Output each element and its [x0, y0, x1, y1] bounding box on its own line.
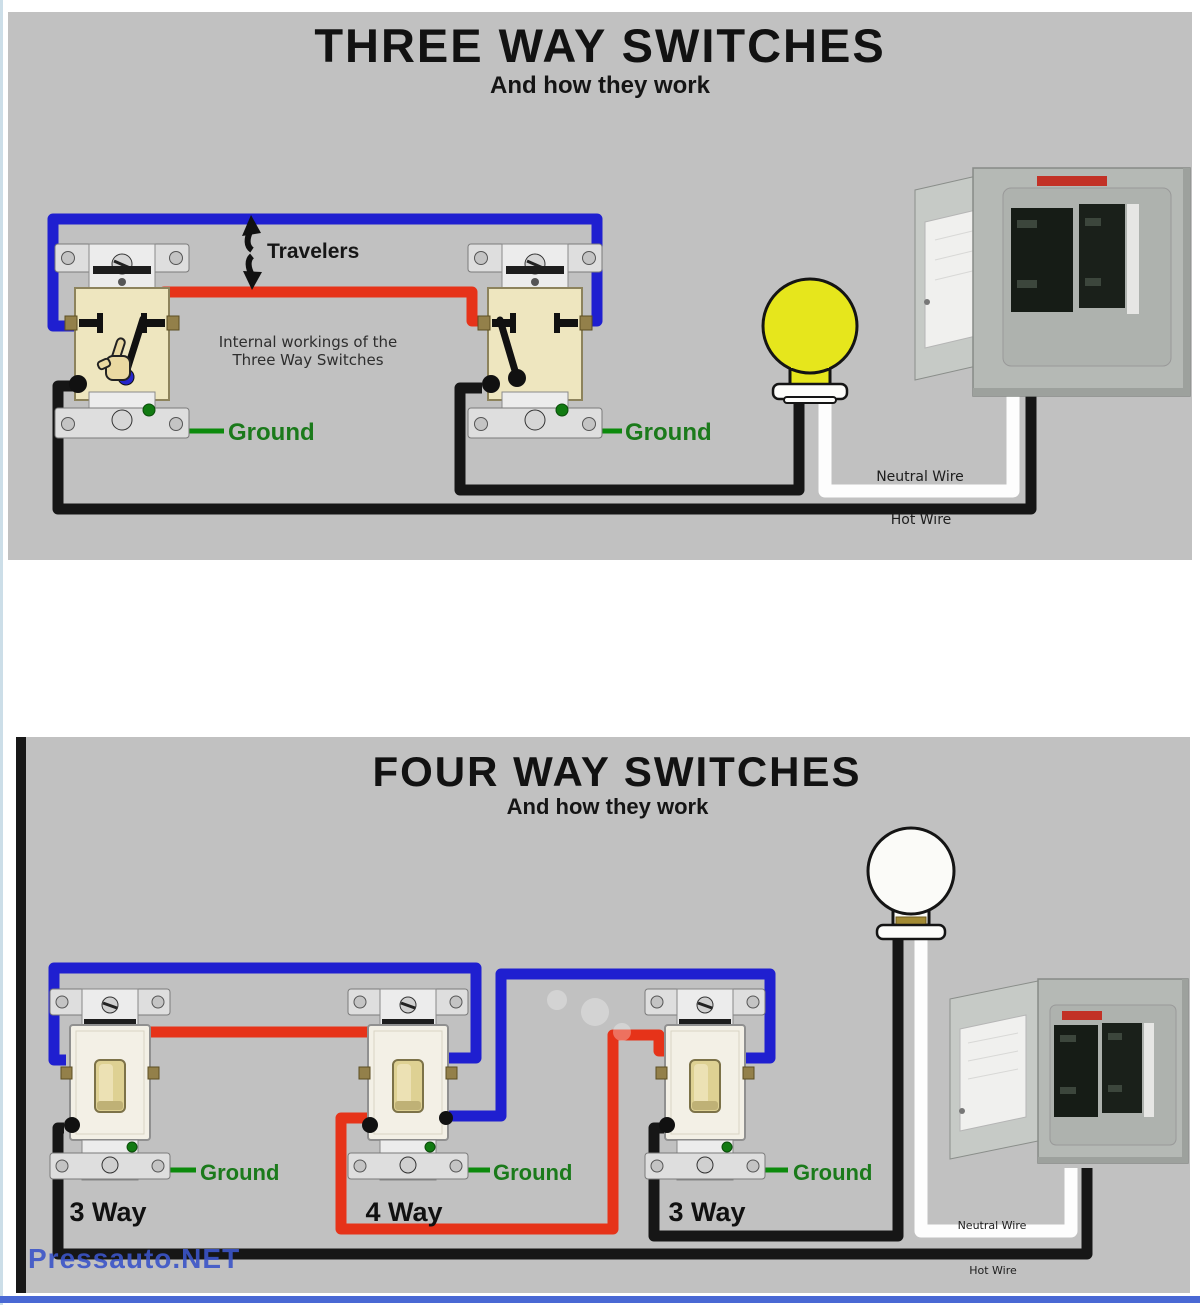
panel-door-label: [959, 1014, 1027, 1132]
ground-label-switch3: Ground: [793, 1160, 873, 1185]
red-traveler-wire: [156, 286, 494, 332]
hot-wire-label-top: Hot Wire: [890, 512, 952, 528]
switch-contact-dot: [508, 369, 526, 387]
switch2-to-bulb-black-wire: [454, 382, 805, 496]
four-way-switch-3: [643, 987, 767, 1182]
switch3-type-label: 3 Way: [668, 1197, 746, 1227]
pressauto-watermark: Pressauto.NET: [28, 1243, 241, 1274]
internal-workings-line1: Internal workings of the: [218, 333, 398, 351]
switch2-type-label: 4 Way: [365, 1197, 443, 1227]
switch-lever: [496, 316, 520, 378]
panel-red-label: [1062, 1011, 1102, 1020]
ground-label-left: Ground: [228, 419, 315, 446]
four-way-wiring: [48, 938, 1093, 1260]
switch3-to-bulb-black-wire: [648, 938, 904, 1242]
three-way-subtitle: And how they work: [489, 72, 710, 99]
internal-workings-line2: Three Way Switches: [232, 351, 384, 369]
blue-traveler-wire-1: [48, 962, 482, 1066]
hot-wire-black: [52, 1122, 1093, 1260]
ground-label-right: Ground: [625, 419, 712, 446]
travelers-arrows-icon: [242, 215, 262, 290]
travelers-label: Travelers: [267, 240, 360, 263]
breaker-panel-bottom: [949, 978, 1189, 1164]
ground-label-switch1: Ground: [200, 1160, 280, 1185]
internal-workings-note: Internal workings of the Three Way Switc…: [203, 333, 413, 369]
four-way-subtitle: And how they work: [506, 794, 709, 819]
neutral-wire-white: [914, 938, 1078, 1238]
four-way-diagram-left-border: [16, 737, 26, 1293]
three-way-title: THREE WAY SWITCHES: [314, 19, 886, 72]
hot-wire-label-bottom: Hot Wire: [969, 1264, 1017, 1277]
switch1-type-label: 3 Way: [69, 1197, 147, 1227]
four-way-switch-1: [48, 987, 172, 1182]
neutral-wire-label-bottom: Neutral Wire: [957, 1219, 1027, 1232]
hand-cursor-icon: [96, 337, 131, 381]
three-way-wiring: [47, 213, 1037, 515]
ground-label-switch2: Ground: [493, 1160, 573, 1185]
red-traveler-wire-2: [335, 1029, 670, 1235]
light-bulb-off: [866, 826, 956, 941]
three-way-switch-right: [466, 242, 604, 440]
three-way-switch-left: [53, 242, 191, 440]
panel-red-label: [1037, 176, 1107, 186]
blue-traveler-wire-2: [444, 968, 776, 1122]
four-way-title: FOUR WAY SWITCHES: [372, 748, 862, 795]
footer-blue-line: [0, 1296, 1200, 1303]
breaker-panel-top: [914, 167, 1191, 397]
light-bulb-on: [761, 277, 859, 404]
neutral-wire-white: [818, 342, 1020, 498]
left-edge-artifact: [0, 0, 3, 1305]
neutral-wire-label-top: Neutral Wire: [876, 469, 964, 485]
hot-wire-black: [52, 342, 1037, 515]
four-way-switch-2: [346, 987, 470, 1182]
ghost-highlights: [547, 990, 631, 1041]
